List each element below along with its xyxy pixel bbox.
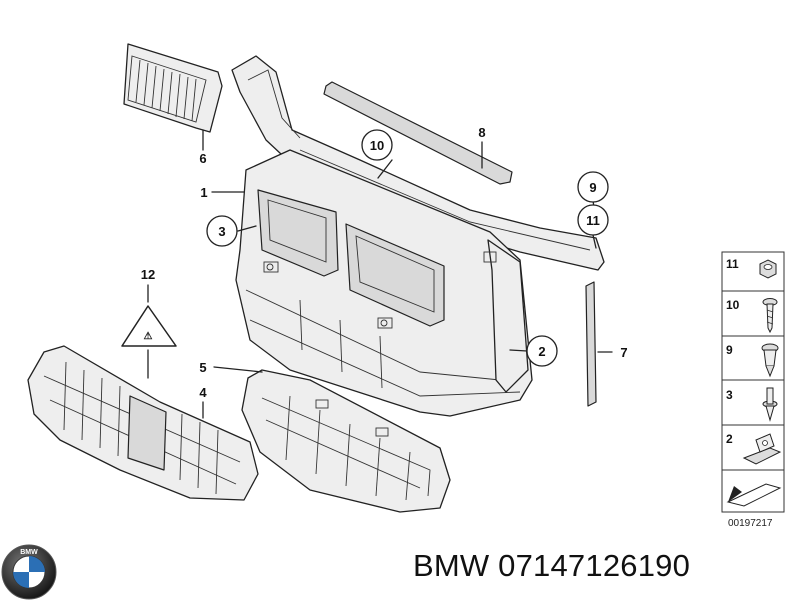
legend-label-11: 11 bbox=[726, 257, 739, 271]
hex-nut-icon bbox=[759, 259, 777, 279]
legend-label-2: 2 bbox=[726, 432, 733, 446]
screw-icon bbox=[762, 298, 778, 334]
part-number-title: BMW 07147126190 bbox=[413, 548, 691, 583]
callout-6: 6 bbox=[199, 151, 206, 166]
diagram-number: 00197217 bbox=[728, 518, 773, 529]
hardware-legend: 11 10 9 3 2 bbox=[721, 251, 785, 513]
pointer-arrow-icon bbox=[726, 483, 782, 507]
callout-12: 12 bbox=[141, 267, 155, 282]
callout-4: 4 bbox=[199, 385, 207, 400]
callout-1: 1 bbox=[200, 185, 207, 200]
legend-label-9: 9 bbox=[726, 343, 733, 357]
air-duct-part-6 bbox=[123, 43, 223, 151]
callout-11: 11 bbox=[586, 213, 600, 228]
callout-8: 8 bbox=[478, 125, 485, 140]
callout-3: 3 bbox=[218, 224, 225, 239]
callout-7: 7 bbox=[620, 345, 627, 360]
callout-10: 10 bbox=[370, 138, 384, 153]
plastic-clip-icon bbox=[762, 387, 778, 422]
spring-nut-icon bbox=[742, 433, 782, 465]
logo-lettering: BMW bbox=[20, 549, 38, 556]
seal-strip-part-7 bbox=[585, 281, 613, 407]
callout-2: 2 bbox=[538, 344, 545, 359]
legend-label-10: 10 bbox=[726, 298, 740, 312]
seal-strip-part-8 bbox=[323, 81, 513, 185]
air-flap-part-4 bbox=[27, 345, 259, 501]
callout-5: 5 bbox=[199, 360, 206, 375]
air-flap-part-5 bbox=[213, 366, 451, 513]
svg-text:⚠: ⚠ bbox=[144, 331, 153, 342]
legend-label-3: 3 bbox=[726, 388, 733, 402]
callout-labels: 6 8 1 7 12 5 4 3 10 9 11 2 bbox=[141, 125, 628, 400]
front-end-carrier-part-1 bbox=[211, 55, 605, 417]
callout-9: 9 bbox=[589, 180, 596, 195]
expanding-nut-icon bbox=[761, 343, 779, 378]
warning-label-part-12: ⚠ bbox=[121, 284, 177, 379]
bmw-logo-icon: BMW bbox=[1, 544, 57, 600]
